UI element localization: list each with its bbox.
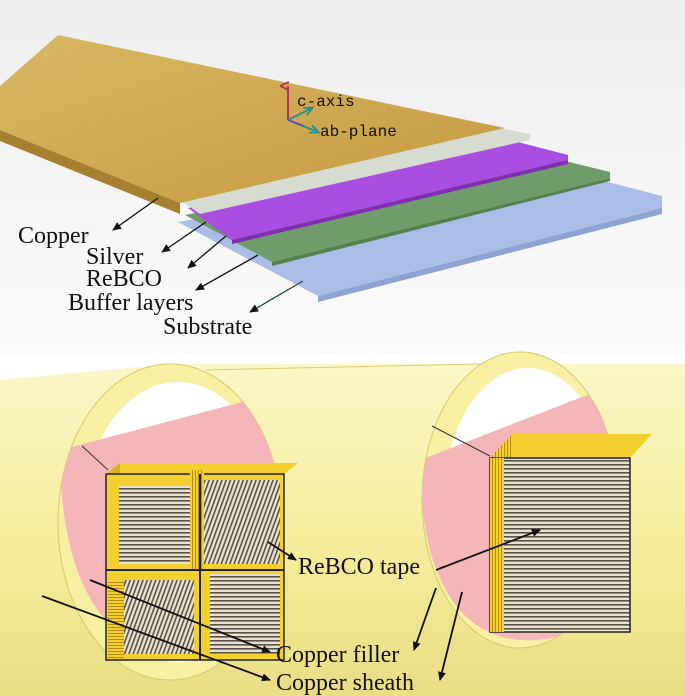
silver-label: Silver: [86, 244, 143, 270]
sheath-leader-left: [41, 595, 271, 681]
copper-edge: [0, 130, 180, 214]
rebco-tape-label: ReBCO tape: [298, 554, 420, 580]
axes-indicator: c-axis ab-plane: [288, 86, 397, 141]
ab-axis-arrow-1: [287, 108, 312, 121]
left-stack-top: [106, 463, 298, 474]
left-substack-tl: [119, 486, 191, 564]
axis-origin-mark: [287, 119, 305, 127]
tape-leader-right: [435, 529, 541, 571]
rebco-layer: [188, 140, 568, 240]
substrate-label: Substrate: [163, 314, 252, 340]
tape-leader-lines: [112, 197, 304, 313]
rebco-leader: [187, 235, 227, 269]
substrate-leader: [249, 280, 304, 313]
rebco-label: ReBCO: [86, 266, 162, 292]
tape-leader-in: [267, 541, 297, 561]
c-axis-label: c-axis: [297, 93, 355, 111]
cable-panel: ReBCO tape Copper filler Copper sheath: [0, 351, 685, 696]
left-substack-tr: [204, 480, 280, 564]
silver-layer: [180, 128, 530, 214]
right-stack-face: [489, 457, 631, 633]
left-seam-line: [81, 445, 109, 471]
sheath-leader-right: [438, 591, 463, 681]
cable-seam: [204, 363, 481, 371]
buffer-leader: [195, 254, 259, 291]
right-stack-top: [490, 434, 652, 458]
cable-leader-lines: [41, 529, 541, 681]
buffer-layers-label: Buffer layers: [68, 290, 194, 316]
copper-leader: [112, 197, 159, 231]
rebco-edge: [232, 160, 568, 244]
substrate-edge: [318, 208, 662, 302]
left-substack-br: [210, 574, 280, 654]
right-stack-edge: [490, 458, 504, 632]
panel-divider: [0, 354, 685, 364]
copper-layer: [0, 35, 505, 203]
copper-label: Copper: [18, 223, 89, 249]
right-seam-line: [431, 425, 491, 457]
left-substack-bl-edge: [108, 580, 124, 658]
filler-leader-right: [412, 587, 437, 651]
ab-plane-label: ab-plane: [320, 123, 397, 141]
filler-leader-left: [89, 579, 271, 653]
copper-filler-label: Copper filler: [276, 642, 399, 668]
left-substack-tr-edge: [190, 470, 204, 570]
right-cable-end: [421, 351, 652, 649]
tape-panel: c-axis ab-plane Copper Silver ReBCO Buff…: [0, 0, 685, 355]
buffer-edge: [272, 178, 610, 266]
copper-sheath-label: Copper sheath: [276, 670, 414, 696]
silver-leader: [161, 221, 207, 253]
